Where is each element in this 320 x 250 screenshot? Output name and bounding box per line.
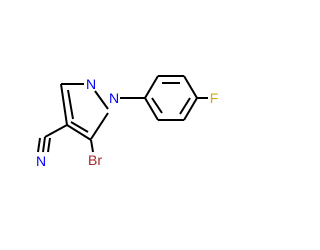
bond-c5-br bbox=[90, 139, 94, 153]
bond-n2-n1 bbox=[94, 90, 109, 110]
bond-c5-c4 bbox=[66, 124, 92, 141]
bond-ph4-ph5-inner bbox=[179, 97, 191, 115]
bond-ph4-ph5 bbox=[183, 97, 198, 121]
atom-n2-label: N bbox=[86, 76, 96, 92]
bond-c4-cn bbox=[44, 124, 68, 138]
atom-f-label: F bbox=[210, 90, 219, 106]
bond-n1-c5 bbox=[90, 112, 109, 140]
bond-ph1-ph2 bbox=[144, 75, 159, 99]
atom-br-label: Br bbox=[88, 152, 102, 168]
nitrile-triple-3 bbox=[47, 137, 51, 153]
atom-n1-label: N bbox=[109, 90, 119, 106]
bond-ph6-ph1 bbox=[144, 97, 159, 121]
molecule-structure: N N Br F N bbox=[36, 75, 219, 169]
pyrazole-ring-bonds bbox=[60, 83, 109, 141]
bond-ph6-ph1-inner bbox=[151, 97, 163, 114]
nitrile-group bbox=[37, 124, 68, 153]
nitrile-triple-1 bbox=[42, 136, 46, 153]
bond-c5-c4-inner bbox=[70, 121, 89, 133]
atom-nitrile-n-label: N bbox=[36, 153, 46, 169]
phenyl-ring-bonds bbox=[144, 75, 198, 121]
bond-ph3-ph4 bbox=[183, 75, 198, 99]
bond-c4-c3-inner bbox=[67, 89, 74, 120]
bond-c4-c3 bbox=[60, 83, 68, 126]
nitrile-triple-2 bbox=[37, 137, 41, 153]
